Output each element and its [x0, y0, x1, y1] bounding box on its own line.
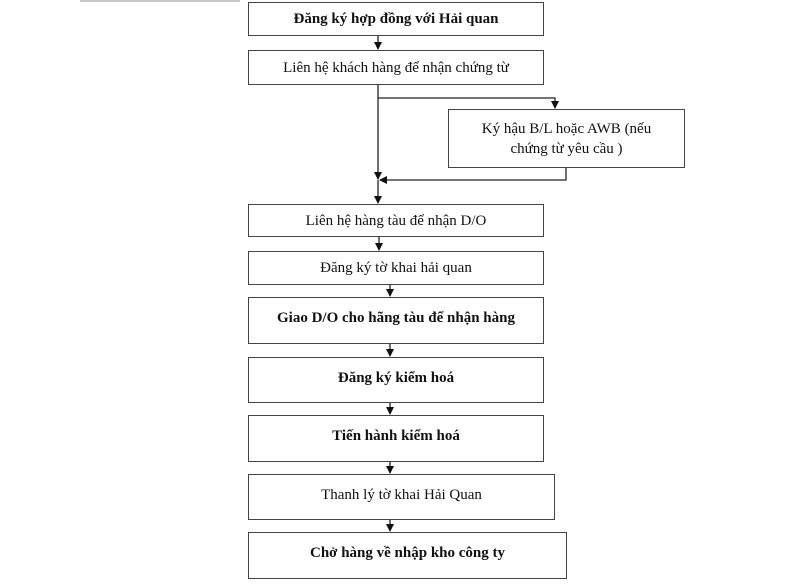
step-label: Liên hệ hàng tàu để nhận D/O — [305, 212, 487, 229]
top-edge-line — [80, 0, 240, 2]
step-label: Thanh lý tờ khai Hải Quan — [321, 487, 482, 503]
step-label: Tiến hành kiểm hoá — [332, 428, 460, 444]
step-register-inspection: Đăng ký kiểm hoá — [248, 357, 544, 403]
step-transport-to-warehouse: Chở hàng về nhập kho công ty — [248, 532, 567, 579]
step-deliver-do: Giao D/O cho hãng tàu để nhận hàng — [248, 297, 544, 344]
step-liquidate-declaration: Thanh lý tờ khai Hải Quan — [248, 474, 555, 520]
step-register-declaration: Đăng ký tờ khai hải quan — [248, 251, 544, 285]
arrow-s2b-return — [379, 168, 567, 184]
step-register-contract: Đăng ký hợp đồng với Hải quan — [248, 2, 544, 36]
step-label: Đăng ký tờ khai hải quan — [320, 260, 472, 276]
step-contact-customer: Liên hệ khách hàng để nhận chứng từ — [248, 50, 544, 85]
step-endorse-bl-awb: Ký hậu B/L hoặc AWB (nếu chứng từ yêu cầ… — [448, 109, 685, 168]
step-label: Ký hậu B/L hoặc AWB (nếu chứng từ yêu cầ… — [481, 120, 652, 157]
step-label: Giao D/O cho hãng tàu để nhận hàng — [277, 310, 515, 326]
step-label: Liên hệ khách hàng để nhận chứng từ — [283, 59, 509, 76]
step-conduct-inspection: Tiến hành kiểm hoá — [248, 415, 544, 462]
step-label: Đăng ký kiểm hoá — [337, 370, 455, 386]
step-label: Chở hàng về nhập kho công ty — [309, 545, 506, 561]
arrow-s2-s2b — [378, 97, 559, 109]
step-contact-shipping-line: Liên hệ hàng tàu để nhận D/O — [248, 204, 544, 237]
step-label: Đăng ký hợp đồng với Hải quan — [293, 11, 499, 27]
